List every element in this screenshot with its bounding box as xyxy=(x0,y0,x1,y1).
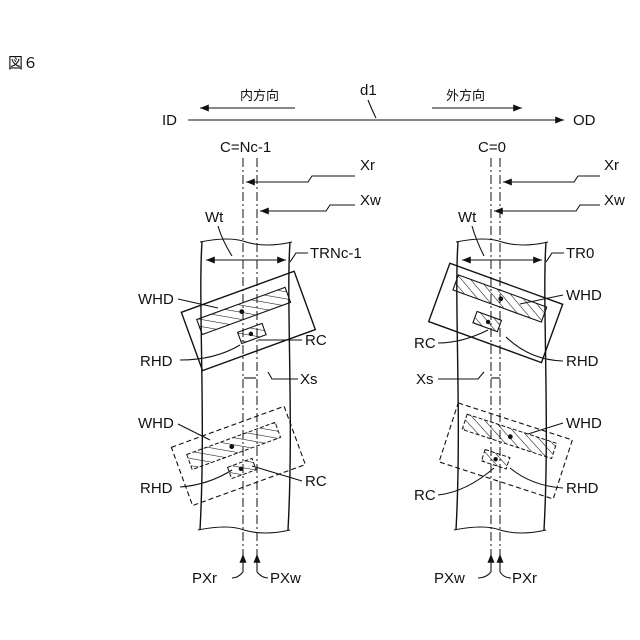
left-xw-label: Xw xyxy=(360,192,381,209)
id-label: ID xyxy=(162,112,177,129)
inward-direction-label: 内方向 xyxy=(240,88,279,103)
d1-label: d1 xyxy=(360,82,377,99)
right-xr-label: Xr xyxy=(604,157,619,174)
right-pxr-leader xyxy=(500,572,511,578)
left-rhd-top-leader xyxy=(180,345,240,360)
right-rc-bottom-leader xyxy=(438,468,494,495)
left-pxw-label: PXw xyxy=(270,570,301,587)
right-rc-top-label: RC xyxy=(414,335,436,352)
left-whd-top-label: WHD xyxy=(138,291,174,308)
right-head-bottom xyxy=(439,403,572,499)
right-xr-leader xyxy=(503,176,600,182)
right-wt-label: Wt xyxy=(458,209,477,226)
right-track-label: TR0 xyxy=(566,245,594,262)
left-whd-bottom-leader xyxy=(178,424,210,440)
left-panel: C=Nc-1 Xr Xw Wt TRNc-1 WHD RC RH xyxy=(138,139,381,587)
left-wt-leader xyxy=(218,226,232,256)
right-rc-bottom-label: RC xyxy=(414,487,436,504)
right-pxr-label: PXr xyxy=(512,570,537,587)
right-head-top xyxy=(429,263,563,362)
left-wt-label: Wt xyxy=(205,209,224,226)
left-pxr-leader xyxy=(232,572,243,578)
right-wt-leader xyxy=(472,226,484,256)
left-xs-label: Xs xyxy=(300,371,318,388)
right-xw-label: Xw xyxy=(604,192,625,209)
left-pxw-leader xyxy=(257,572,268,578)
left-xr-leader xyxy=(246,176,355,182)
left-track-bottom-break xyxy=(198,527,290,533)
right-pxw-leader xyxy=(478,572,491,578)
d1-leader xyxy=(368,100,376,118)
right-rhd-top-leader xyxy=(506,337,563,361)
right-track-boundary-outer xyxy=(544,242,546,530)
left-rhd-bottom-leader xyxy=(180,470,232,487)
left-rhd-top-label: RHD xyxy=(140,353,173,370)
left-track-boundary-outer xyxy=(288,242,290,530)
left-whd-bottom-label: WHD xyxy=(138,415,174,432)
right-rhd-top-label: RHD xyxy=(566,353,599,370)
right-xw-leader xyxy=(494,205,600,211)
outward-direction-label: 外方向 xyxy=(446,88,485,103)
right-track-leader xyxy=(546,253,564,262)
right-rhd-bottom-label: RHD xyxy=(566,480,599,497)
left-xs-leader xyxy=(268,372,298,379)
left-track-top-break xyxy=(200,239,292,245)
left-track-leader xyxy=(290,253,308,262)
right-panel: C=0 Xr Xw Wt TR0 WHD RC RHD xyxy=(414,139,625,587)
left-head-bottom xyxy=(171,406,305,505)
left-rc-bottom-label: RC xyxy=(305,473,327,490)
right-xs-leader xyxy=(438,372,484,379)
right-whd-top-label: WHD xyxy=(566,287,602,304)
left-xr-label: Xr xyxy=(360,157,375,174)
left-rc-top-label: RC xyxy=(305,332,327,349)
left-track-label: TRNc-1 xyxy=(310,245,362,262)
right-whd-bottom-label: WHD xyxy=(566,415,602,432)
right-xs-label: Xs xyxy=(416,371,434,388)
right-track-top-break xyxy=(456,239,548,245)
right-cylinder-label: C=0 xyxy=(478,139,506,156)
od-label: OD xyxy=(573,112,596,129)
left-track-boundary-inner xyxy=(200,242,202,530)
left-pxr-label: PXr xyxy=(192,570,217,587)
left-xw-leader xyxy=(260,205,355,211)
right-pxw-label: PXw xyxy=(434,570,465,587)
right-rhd-bottom-leader xyxy=(510,468,563,488)
left-cylinder-label: C=Nc-1 xyxy=(220,139,271,156)
left-rhd-bottom-label: RHD xyxy=(140,480,173,497)
figure-label: 図６ xyxy=(8,55,38,72)
